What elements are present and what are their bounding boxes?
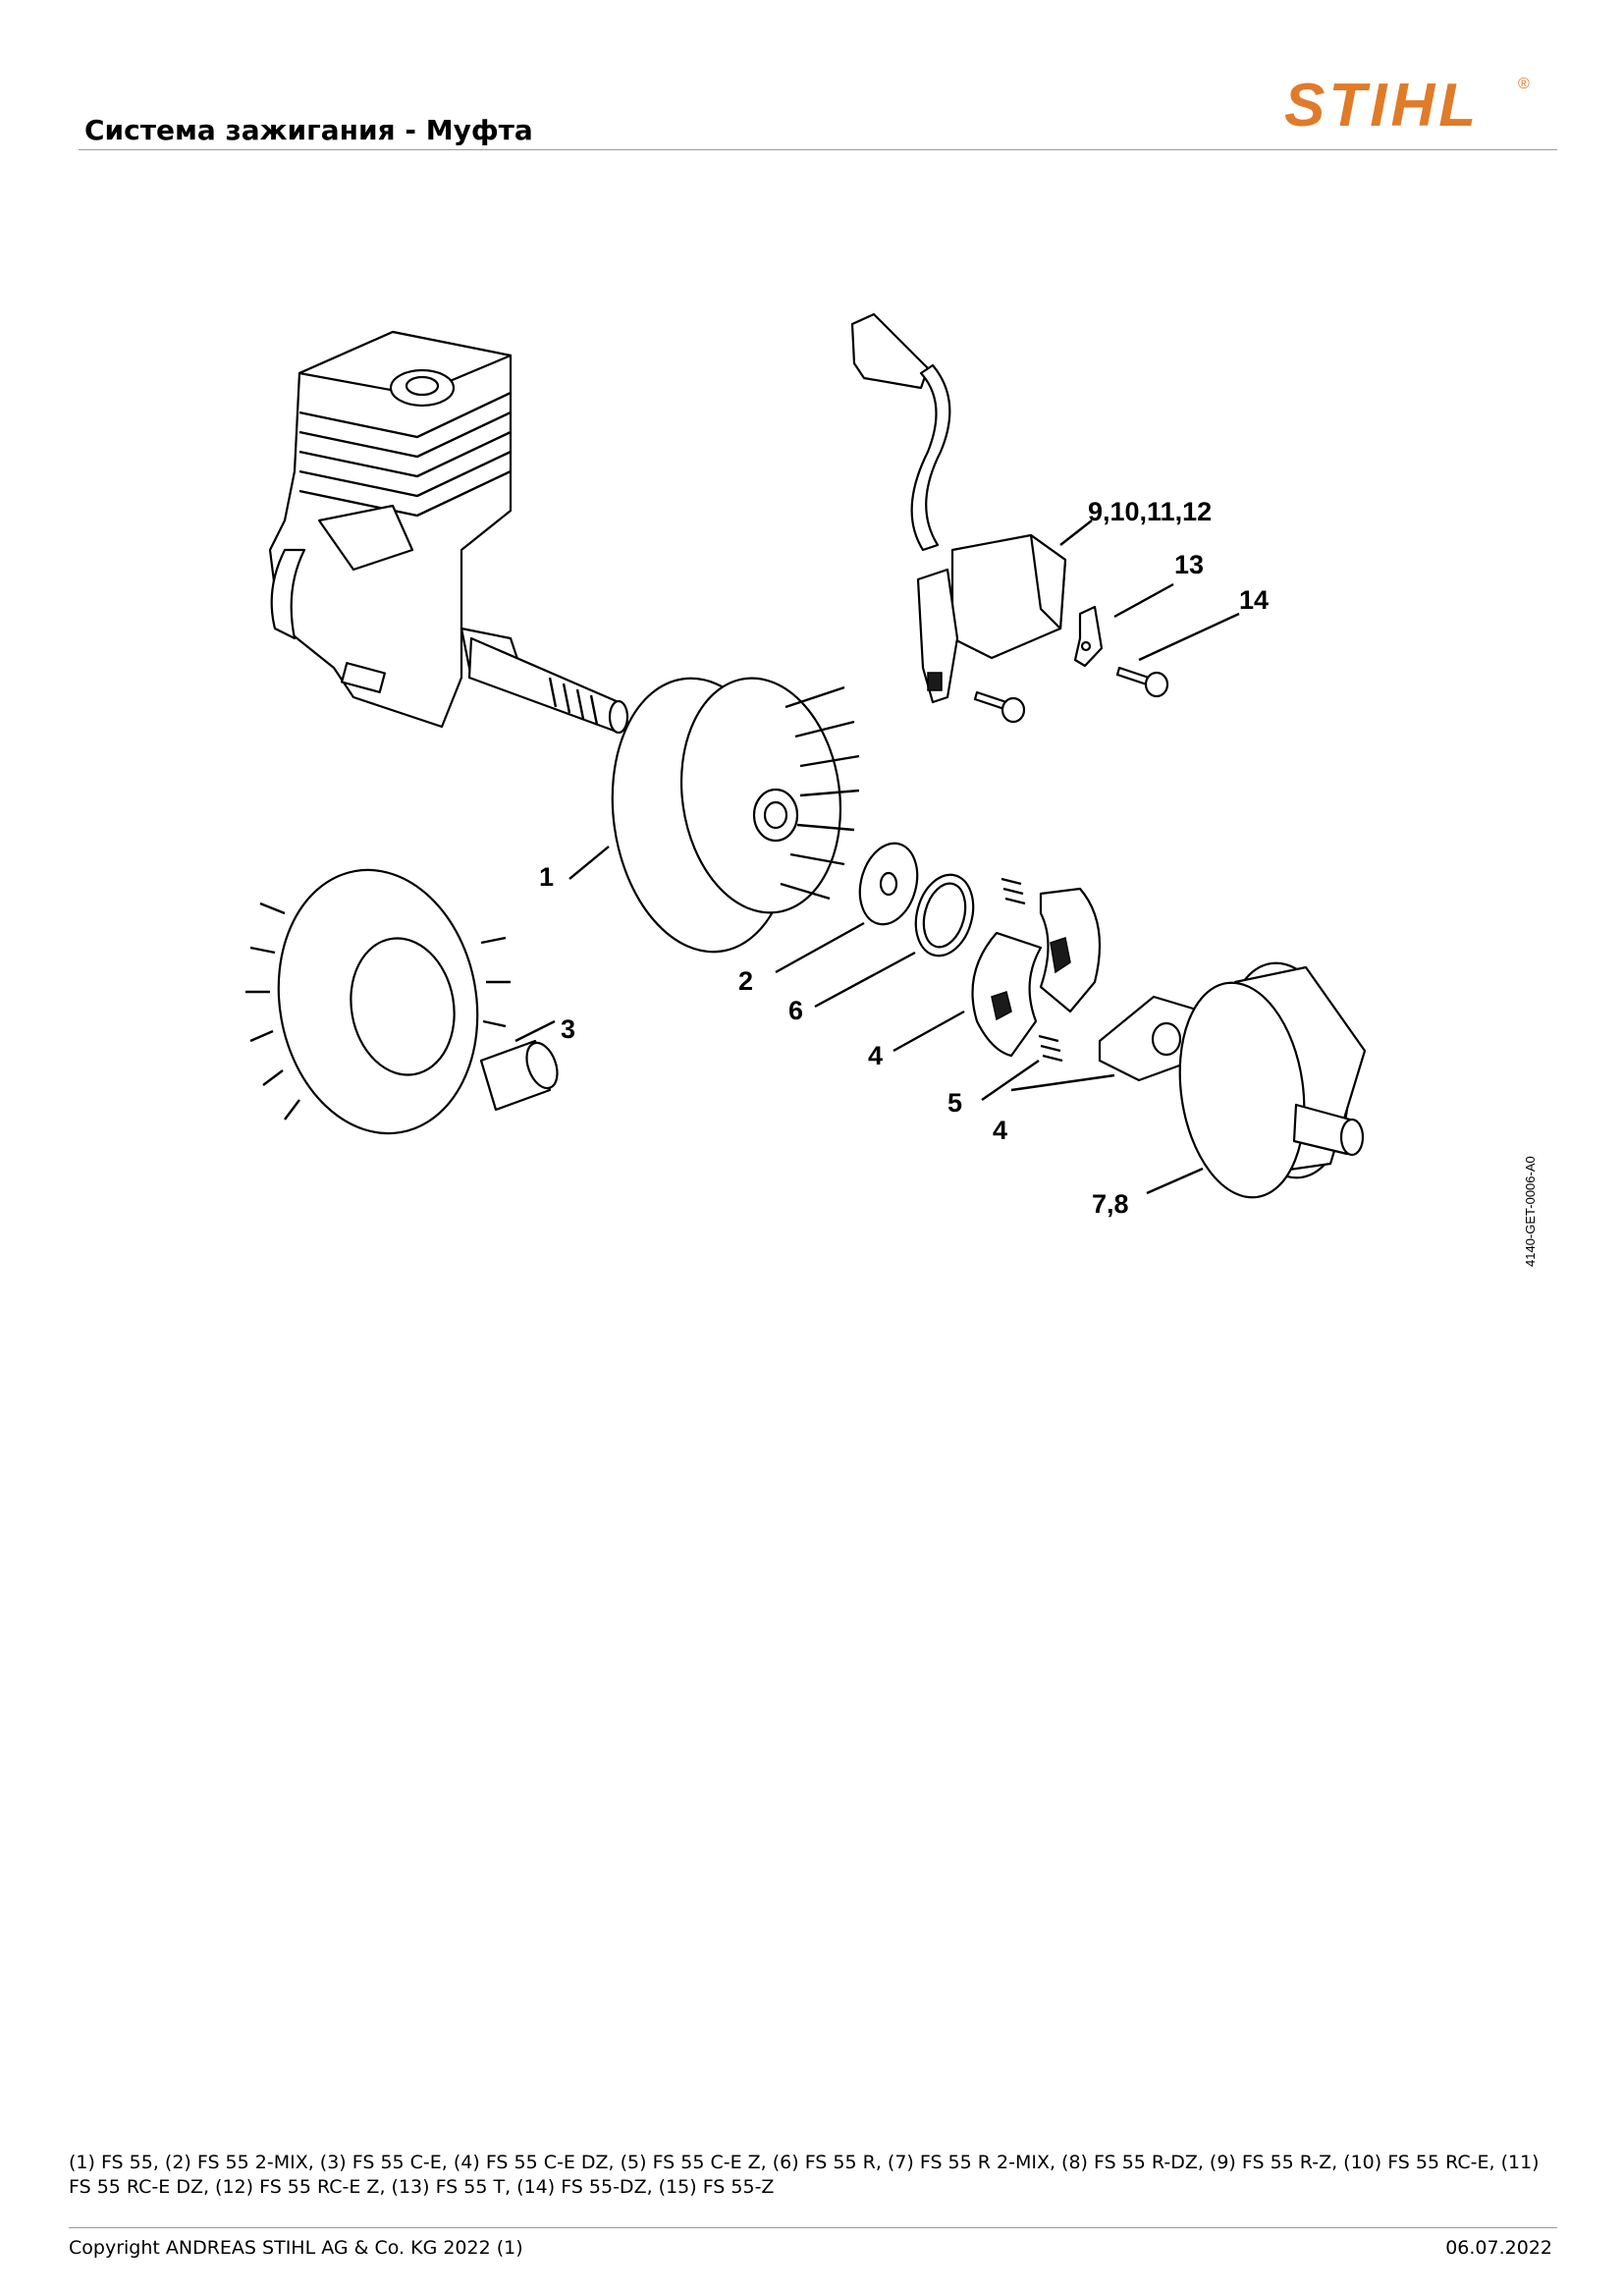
callout-1: 1: [539, 862, 554, 892]
callout-2: 2: [738, 966, 753, 996]
callout-4b: 4: [993, 1116, 1007, 1145]
clutch-drum: [1178, 961, 1367, 1199]
copyright-text: Copyright ANDREAS STIHL AG & Co. KG 2022…: [69, 2237, 523, 2259]
ignition-module: [850, 312, 1169, 724]
clutch-carrier: [1098, 995, 1205, 1082]
callout-9-12: 9,10,11,12: [1088, 497, 1212, 526]
stihl-logo: STIHL ®: [1284, 72, 1530, 139]
callout-78: 7,8: [1092, 1189, 1129, 1219]
callout-13: 13: [1174, 550, 1204, 579]
page-title: Система зажигания - Муфта: [84, 114, 533, 146]
fan-wheel: [245, 868, 511, 1135]
callout-14: 14: [1239, 585, 1269, 615]
callout-4a: 4: [868, 1041, 883, 1070]
callout-leaders: [514, 519, 1240, 1195]
callout-3: 3: [561, 1014, 575, 1044]
callout-6: 6: [788, 996, 803, 1025]
engine-assembly: [268, 330, 629, 735]
callout-5: 5: [947, 1088, 962, 1118]
drawing-code: 4140-GET-0006-A0: [1523, 1156, 1538, 1267]
logo-text: STIHL: [1284, 72, 1480, 139]
registered-mark: ®: [1518, 76, 1530, 92]
sleeve: [479, 1039, 559, 1112]
date-text: 06.07.2022: [1445, 2237, 1552, 2259]
footer-divider: [69, 2227, 1557, 2228]
flywheel: [611, 677, 860, 954]
exploded-parts-diagram: 1 2 3 4 4 5 6 7,8 9,10,11,12 13 14: [245, 312, 1367, 1219]
header-divider: [79, 149, 1557, 150]
model-list: (1) FS 55, (2) FS 55 2-MIX, (3) FS 55 C-…: [69, 2152, 1540, 2198]
clutch-shoes: [971, 877, 1102, 1063]
